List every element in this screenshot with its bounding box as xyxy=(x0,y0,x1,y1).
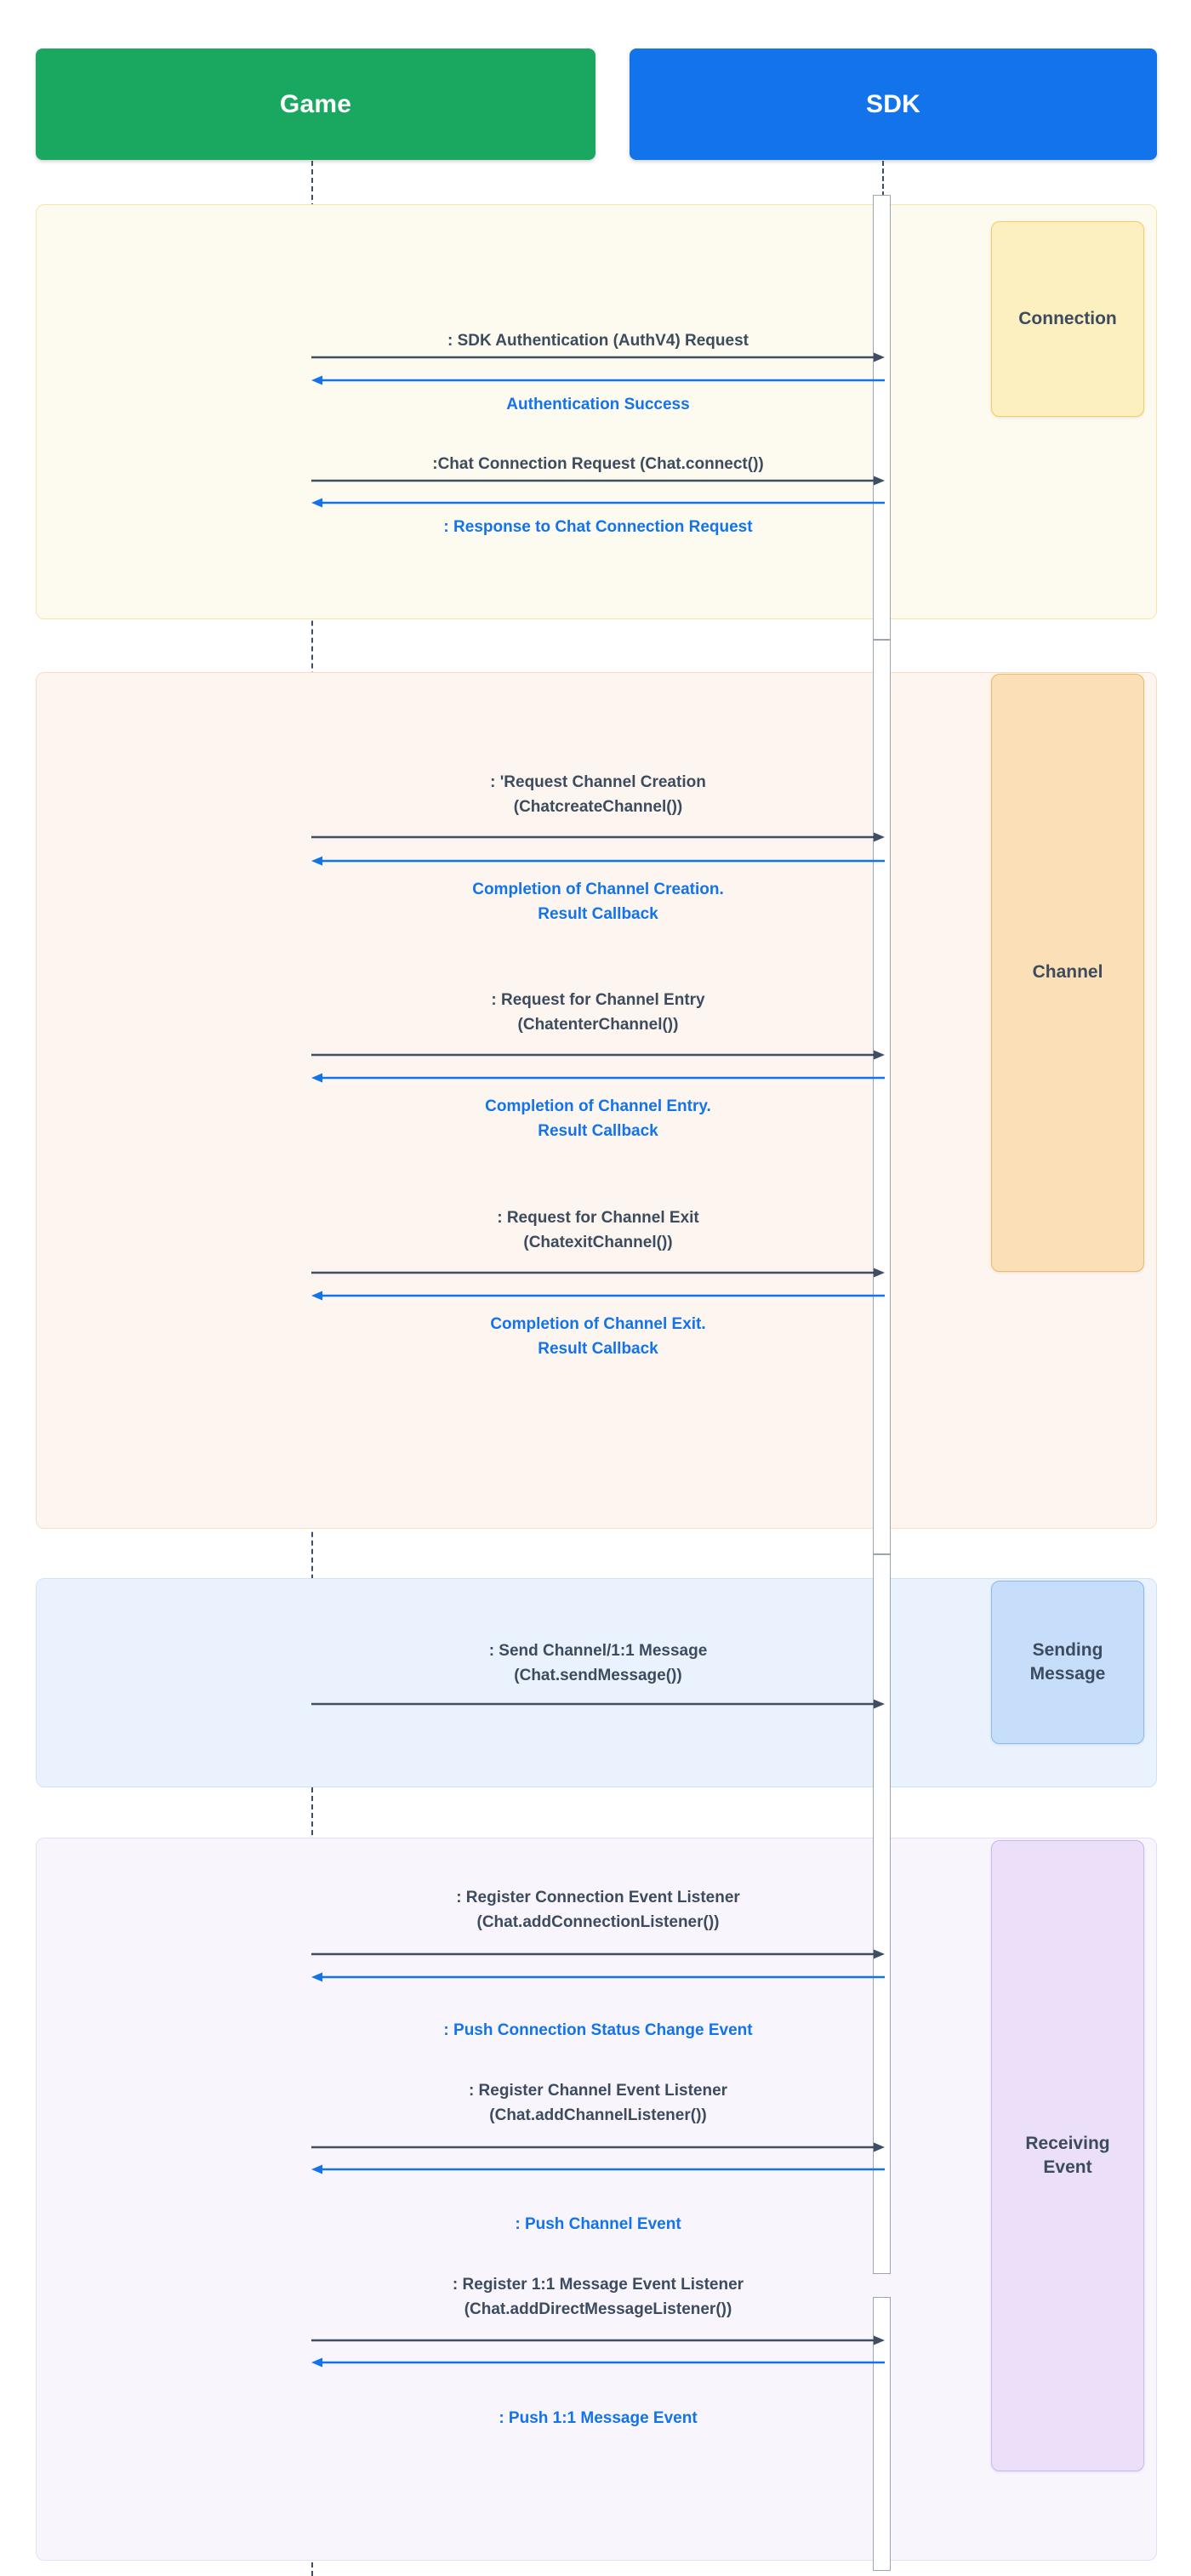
message-arrow-channel-1-request xyxy=(311,832,885,842)
message-arrow-receiving-event-5-request xyxy=(311,2335,885,2345)
message-arrow-channel-6-response xyxy=(311,1291,885,1301)
section-band-connection xyxy=(36,204,1157,619)
section-label-text: Channel xyxy=(1032,962,1103,983)
section-label-text: Receiving Event xyxy=(1025,2133,1110,2177)
message-arrow-receiving-event-2-response xyxy=(311,1972,885,1982)
message-arrow-sending-message-1-request xyxy=(311,1699,885,1709)
actor-sdk-label: SDK xyxy=(866,89,920,118)
section-label-text: Connection xyxy=(1018,308,1117,328)
section-label-connection: Connection xyxy=(991,221,1144,417)
actor-game-label: Game xyxy=(279,89,352,118)
lifeline-sdk xyxy=(882,161,884,197)
section-band-sending-message xyxy=(36,1578,1157,1787)
message-arrow-receiving-event-4-response xyxy=(311,2164,885,2174)
section-label-receiving-event: Receiving Event xyxy=(991,1840,1144,2471)
section-band-channel xyxy=(36,672,1157,1529)
section-band-receiving-event xyxy=(36,1838,1157,2561)
activation-bar-4 xyxy=(873,2297,891,2571)
message-arrow-receiving-event-1-request xyxy=(311,1949,885,1959)
message-arrow-connection-1-request xyxy=(311,352,885,362)
section-label-channel: Channel xyxy=(991,674,1144,1272)
message-arrow-channel-4-response xyxy=(311,1073,885,1083)
message-arrow-receiving-event-3-request xyxy=(311,2142,885,2152)
activation-bar-1 xyxy=(873,195,891,640)
activation-bar-2 xyxy=(873,640,891,1554)
actor-game[interactable]: Game xyxy=(36,48,596,160)
section-label-text: Sending Message xyxy=(1029,1639,1106,1684)
message-arrow-connection-2-response xyxy=(311,375,885,385)
message-arrow-connection-4-response xyxy=(311,498,885,508)
message-arrow-channel-3-request xyxy=(311,1050,885,1060)
message-arrow-receiving-event-6-response xyxy=(311,2357,885,2368)
message-arrow-channel-2-response xyxy=(311,856,885,866)
section-label-sending-message: Sending Message xyxy=(991,1581,1144,1744)
activation-bar-3 xyxy=(873,1554,891,2274)
message-arrow-connection-3-request xyxy=(311,476,885,486)
message-arrow-channel-5-request xyxy=(311,1268,885,1278)
actor-sdk[interactable]: SDK xyxy=(630,48,1157,160)
